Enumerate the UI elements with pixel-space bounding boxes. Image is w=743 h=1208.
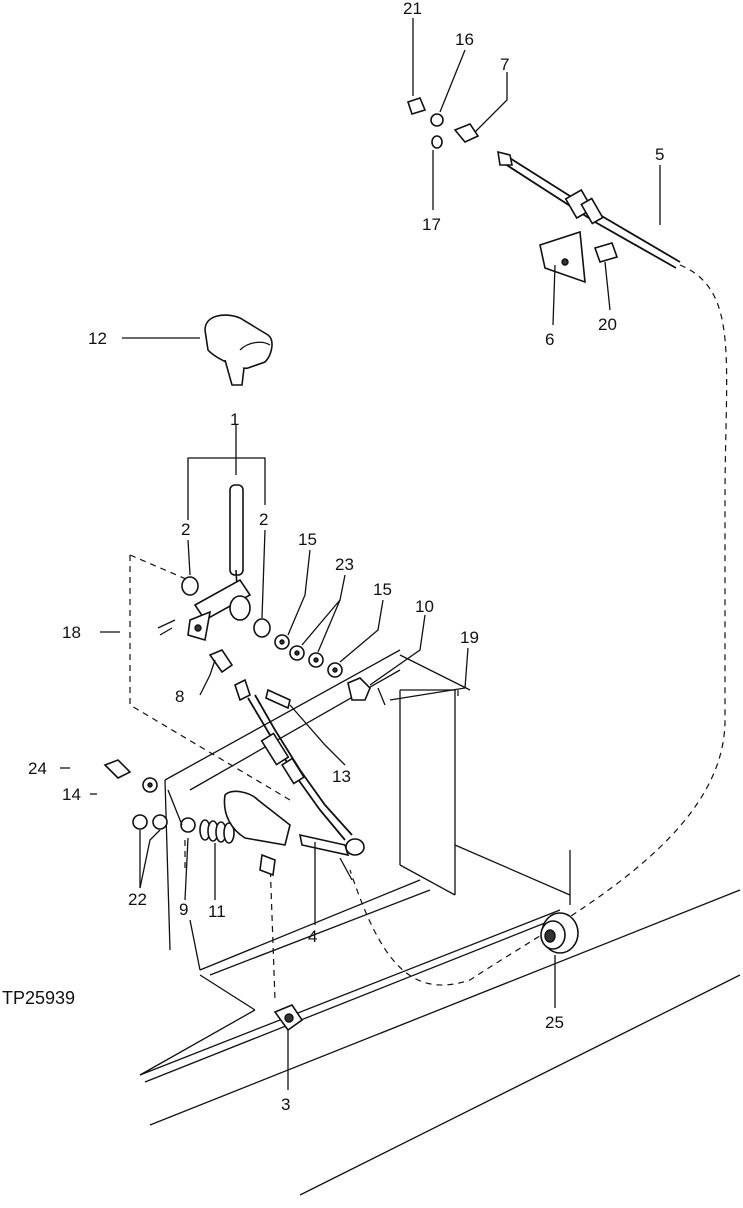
callout-15-upper: 15	[298, 530, 317, 549]
callout-24: 24	[28, 759, 47, 778]
callout-3: 3	[281, 1095, 290, 1114]
washer-parts	[274, 634, 343, 678]
console-housing	[139, 649, 741, 1196]
callout-23: 23	[335, 555, 354, 574]
callout-9: 9	[179, 900, 188, 919]
callout-8: 8	[175, 687, 184, 706]
grommet-part	[540, 912, 579, 954]
callout-22: 22	[128, 890, 147, 909]
callout-19: 19	[460, 628, 479, 647]
bushing-parts	[181, 576, 271, 638]
upper-cable-assembly	[406, 97, 681, 284]
clevis-part	[157, 619, 291, 710]
callout-16: 16	[455, 30, 474, 49]
dashed-leaders	[129, 264, 728, 1001]
cable-clip-part	[273, 1004, 304, 1032]
lower-hardware-parts	[103, 759, 291, 877]
shift-knob-part	[204, 314, 273, 386]
callout-2-left: 2	[181, 520, 190, 539]
callout-20: 20	[598, 315, 617, 334]
callout-1: 1	[230, 410, 239, 429]
callout-18: 18	[62, 623, 81, 642]
callout-4: 4	[308, 927, 317, 946]
callout-11: 11	[208, 902, 226, 921]
callout-14: 14	[62, 785, 81, 804]
callout-15-lower: 15	[373, 580, 392, 599]
callout-7: 7	[500, 55, 509, 74]
callout-17: 17	[422, 215, 441, 234]
callout-labels: 1 2 2 3 4 5 6 7 8 9 10 11 12 13 14 15 15…	[28, 0, 664, 1114]
shift-lever-part	[187, 484, 252, 642]
drawing-code: TP25939	[2, 988, 75, 1008]
callout-10: 10	[415, 597, 434, 616]
callout-13: 13	[332, 767, 351, 786]
callout-leaders	[60, 18, 661, 1090]
callout-21: 21	[403, 0, 422, 18]
callout-5: 5	[655, 145, 664, 164]
nut-and-pin-parts	[347, 677, 386, 706]
callout-2-right: 2	[259, 510, 268, 529]
callout-6: 6	[545, 330, 554, 349]
lower-control-cable	[234, 678, 365, 881]
callout-12: 12	[88, 329, 107, 348]
callout-25: 25	[545, 1013, 564, 1032]
